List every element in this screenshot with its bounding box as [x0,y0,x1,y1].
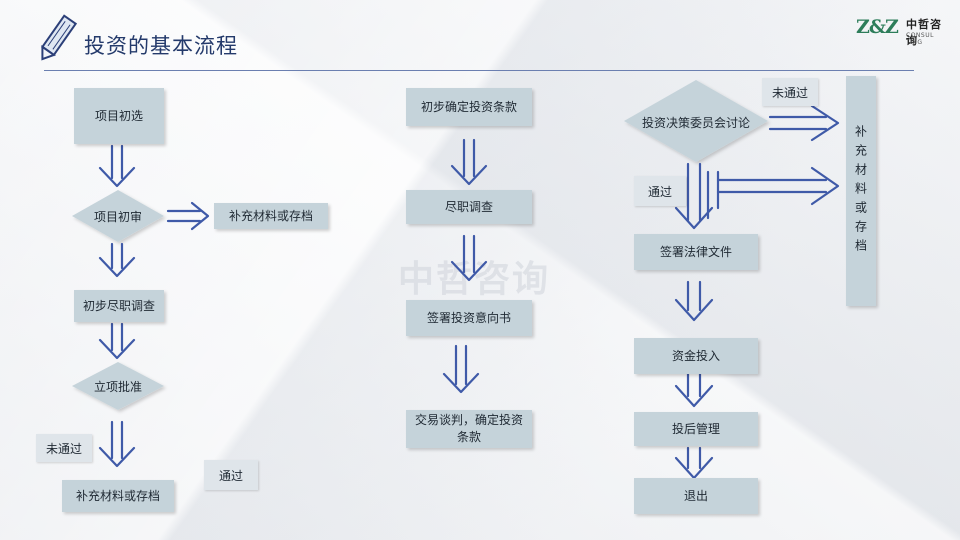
step-negotiation: 交易谈判，确定投资条款 [406,410,532,448]
logo-chinese-name: 中哲咨询 [906,18,942,47]
note-passed-left: 通过 [204,460,258,490]
box-supplement-or-archive-1: 补充材料或存档 [214,203,328,229]
logo-mark: Z&Z [856,16,899,38]
step-project-selection: 项目初选 [74,88,164,144]
box-supplement-or-archive-vertical-label: 补充材料或存档 [853,124,868,258]
note-passed-right: 通过 [634,176,686,206]
box-supplement-or-archive-2: 补充材料或存档 [62,480,174,512]
step-preliminary-due-diligence: 初步尽职调查 [74,290,164,322]
step-sign-term-sheet: 签署投资意向书 [406,300,532,336]
step-exit: 退出 [634,478,758,514]
header-divider [44,70,914,71]
note-not-passed-right: 未通过 [762,78,818,106]
pencil-icon [41,14,78,61]
step-initial-investment-terms: 初步确定投资条款 [406,88,532,126]
logo: Z&Z 中哲咨询 CONSUL TING [852,14,952,47]
step-project-approval: 立项批准 [93,379,142,394]
step-committee-discussion: 投资决策委员会讨论 [641,115,750,130]
step-project-review: 项目初审 [93,209,142,224]
logo-english-name: CONSUL TING [906,32,934,46]
step-fund-investment: 资金投入 [634,338,758,374]
step-due-diligence: 尽职调查 [406,190,532,224]
note-not-passed-left: 未通过 [36,434,92,462]
box-supplement-or-archive-vertical: 补充材料或存档 [846,76,876,306]
step-post-investment-management: 投后管理 [634,412,758,446]
page-title: 投资的基本流程 [84,34,238,58]
step-sign-legal-documents: 签署法律文件 [634,234,758,270]
watermark: 中哲咨询 [398,259,551,300]
